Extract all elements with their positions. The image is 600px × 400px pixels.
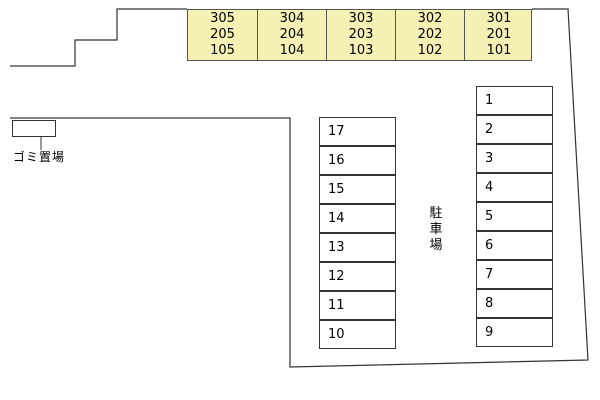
- parking-stall: 6: [476, 231, 553, 260]
- boundary-lower: [10, 8, 589, 368]
- label-char: 車: [429, 222, 443, 237]
- stall-number: 4: [485, 180, 494, 195]
- unit-number: 204: [279, 27, 305, 42]
- stall-number: 8: [485, 296, 494, 311]
- parking-stall: 4: [476, 173, 553, 202]
- unit-column-03: 303 203 103: [326, 10, 395, 60]
- garbage-area-label: ゴミ置場: [13, 150, 66, 164]
- parking-stall: 17: [319, 117, 396, 146]
- stall-number: 9: [485, 325, 494, 340]
- parking-stall: 5: [476, 202, 553, 231]
- unit-number: 305: [210, 11, 235, 26]
- parking-stall: 10: [319, 320, 396, 349]
- stall-number: 10: [328, 327, 345, 342]
- parking-lot-label: 駐 車 場: [428, 206, 444, 254]
- parking-stall: 11: [319, 291, 396, 320]
- unit-column-01: 301 201 101: [464, 10, 533, 60]
- parking-stall: 14: [319, 204, 396, 233]
- unit-number: 201: [486, 27, 512, 42]
- stall-number: 17: [328, 124, 345, 139]
- parking-stall: 13: [319, 233, 396, 262]
- unit-number: 104: [279, 43, 305, 58]
- parking-stall: 2: [476, 115, 553, 144]
- label-char: 駐: [429, 206, 443, 221]
- parking-stall: 12: [319, 262, 396, 291]
- parking-stall: 1: [476, 86, 553, 115]
- stall-number: 1: [485, 93, 494, 108]
- parking-stall: 9: [476, 318, 553, 347]
- parking-stall: 7: [476, 260, 553, 289]
- boundary-upper-left: [10, 8, 187, 67]
- unit-column-04: 304 204 104: [257, 10, 326, 60]
- unit-column-02: 302 202 102: [395, 10, 464, 60]
- stall-number: 12: [328, 269, 345, 284]
- unit-number: 203: [348, 27, 374, 42]
- parking-stall: 16: [319, 146, 396, 175]
- stall-number: 6: [485, 238, 494, 253]
- stall-number: 5: [485, 209, 494, 224]
- apartment-building: 305 205 105 304 204 104 303 203 103 302 …: [187, 9, 532, 61]
- stall-number: 7: [485, 267, 494, 282]
- unit-number: 202: [417, 27, 443, 42]
- label-char: 場: [429, 238, 443, 253]
- stall-number: 15: [328, 182, 345, 197]
- garbage-area: [12, 120, 56, 137]
- unit-number: 102: [417, 43, 443, 58]
- stall-number: 16: [328, 153, 345, 168]
- parking-stall: 8: [476, 289, 553, 318]
- stall-number: 14: [328, 211, 345, 226]
- stall-number: 2: [485, 122, 494, 137]
- stall-number: 11: [328, 298, 345, 313]
- unit-number: 205: [210, 27, 235, 42]
- stall-number: 3: [485, 151, 494, 166]
- unit-number: 105: [210, 43, 235, 58]
- parking-stall: 3: [476, 144, 553, 173]
- unit-number: 304: [279, 11, 305, 26]
- unit-column-05: 305 205 105: [188, 10, 257, 60]
- parking-stall: 15: [319, 175, 396, 204]
- unit-number: 301: [486, 11, 512, 26]
- unit-number: 302: [417, 11, 443, 26]
- unit-number: 303: [348, 11, 374, 26]
- stall-number: 13: [328, 240, 345, 255]
- unit-number: 103: [348, 43, 374, 58]
- unit-number: 101: [486, 43, 512, 58]
